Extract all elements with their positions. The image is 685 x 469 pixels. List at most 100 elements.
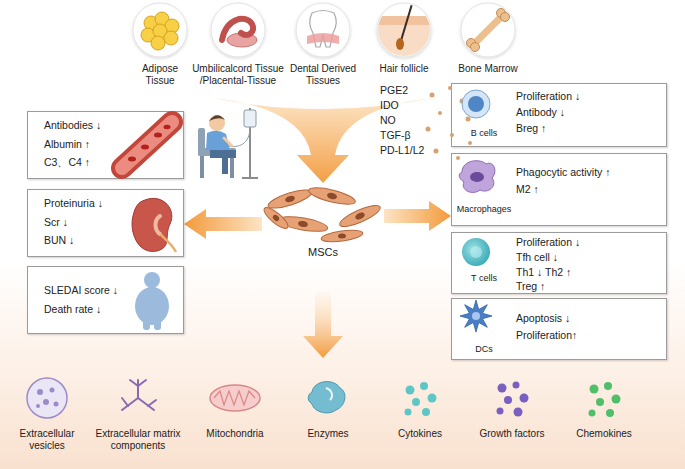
vesicle-icon-part bbox=[50, 388, 55, 393]
body-icon bbox=[135, 272, 169, 330]
kidney-icon bbox=[132, 198, 176, 252]
patient-illustration-part bbox=[224, 138, 232, 146]
blood-vessel-icon-part bbox=[128, 157, 136, 162]
adipose-icon-part bbox=[151, 36, 165, 50]
node-text: Antibody ↓ bbox=[516, 106, 664, 119]
msc-cells-part bbox=[266, 186, 313, 212]
bone-icon-part bbox=[501, 13, 510, 22]
node-text: Th1 ↓ Th2 ↑ bbox=[516, 266, 664, 279]
ecm-icon-part bbox=[138, 398, 154, 410]
node-title: DCs bbox=[451, 344, 517, 355]
hair-follicle-icon-part bbox=[376, 16, 432, 25]
node-title: T cells bbox=[451, 273, 517, 284]
mediator-label: TGF-β bbox=[380, 129, 440, 142]
macrophage-icon bbox=[459, 161, 495, 193]
clinical-box: SLEDAI score ↓Death rate ↓ bbox=[27, 266, 184, 334]
body-icon-part bbox=[154, 318, 161, 330]
blood-vessel-icon-part bbox=[154, 133, 162, 138]
patient-illustration-part bbox=[209, 115, 225, 131]
tissue-source: Hair follicle bbox=[362, 2, 446, 94]
node-text: BUN ↓ bbox=[44, 234, 136, 247]
patient-illustration-part bbox=[198, 148, 236, 156]
dc-box: DCsApoptosis ↓Proliferation↑ bbox=[451, 298, 667, 360]
kidney-icon-part bbox=[156, 216, 161, 234]
node-text: Proliferation ↓ bbox=[516, 236, 664, 249]
chemokine-icon-part bbox=[590, 385, 599, 394]
b-cell-icon-part bbox=[462, 90, 490, 118]
hair-follicle-icon bbox=[376, 4, 432, 57]
msc-cells bbox=[261, 184, 382, 244]
ecm-icon bbox=[122, 380, 156, 410]
body-icon-part bbox=[144, 272, 160, 288]
enzyme-icon-part bbox=[326, 388, 332, 400]
tissue-circles-part bbox=[296, 3, 350, 57]
chemokine-icon-part bbox=[604, 382, 612, 390]
growth-factor-icon-part bbox=[498, 384, 507, 393]
mediator-dots-part bbox=[466, 117, 471, 122]
ecm-icon-part bbox=[122, 398, 138, 410]
node-title: B cells bbox=[451, 128, 517, 139]
serum-box: Antibodies ↓Albumin ↑C3、C4 ↑ bbox=[27, 111, 184, 179]
node-title: Antibodies ↓ bbox=[44, 119, 136, 132]
product-label: Mitochondria bbox=[195, 428, 275, 440]
mediator-dots-part bbox=[460, 99, 465, 104]
node-title: SLEDAI score ↓ bbox=[44, 284, 144, 297]
body-icon-part bbox=[143, 318, 150, 330]
macrophage-icon-part bbox=[470, 172, 484, 182]
bone-icon bbox=[467, 9, 510, 52]
cytokine-icon-part bbox=[420, 382, 428, 390]
growth-factor-icon-part bbox=[504, 396, 512, 404]
cytokine-icon-part bbox=[405, 409, 412, 416]
cytokine-icon-part bbox=[428, 394, 437, 403]
patient-illustration bbox=[198, 108, 258, 178]
blood-vessel-icon-part bbox=[122, 122, 172, 168]
msc-nuclei-part bbox=[272, 214, 281, 222]
ecm-icon-part bbox=[130, 380, 138, 386]
product-label: Enzymes bbox=[288, 428, 368, 440]
tissue-source: Umbilicalcord Tissue /Placental-Tissue bbox=[184, 2, 292, 94]
enzyme-icon-part bbox=[308, 382, 345, 413]
chemokine-icon-part bbox=[612, 395, 621, 404]
mediator-dots-part bbox=[448, 86, 452, 90]
mediator-dots-part bbox=[450, 133, 454, 137]
adipose-icon-part bbox=[141, 28, 155, 42]
growth-factor-icon-part bbox=[497, 408, 504, 415]
node-text: Albumin ↑ bbox=[44, 138, 136, 151]
tissue-circles bbox=[133, 3, 515, 57]
msc-nuclei-part bbox=[326, 192, 337, 200]
msc-nuclei-part bbox=[338, 234, 346, 239]
adipose-icon-part bbox=[153, 24, 167, 38]
vesicle-icon bbox=[27, 378, 67, 418]
tooth-icon-part bbox=[310, 11, 337, 48]
mediator-dots-part bbox=[468, 141, 472, 145]
tissue-circles-part bbox=[133, 3, 187, 57]
mitochondria-icon-part bbox=[214, 391, 255, 405]
t-cell-icon-part bbox=[462, 238, 490, 266]
blood-vessel-icon bbox=[122, 122, 172, 168]
product-label: Extracellular vesicles bbox=[12, 428, 82, 452]
adipose-icon-part bbox=[165, 19, 179, 33]
node-title: Proteinuria ↓ bbox=[44, 197, 136, 210]
dendritic-cell-icon-part bbox=[460, 300, 492, 332]
cytokine-icon-part bbox=[422, 408, 430, 416]
msc-cells-part bbox=[277, 214, 328, 235]
t-cell-icon bbox=[462, 238, 490, 266]
patient-illustration-part bbox=[206, 131, 230, 150]
patient-illustration-part bbox=[244, 110, 256, 127]
growth-factor-icon bbox=[497, 382, 529, 417]
b-cell-box: B cellsProliferation ↓Antibody ↓Breg ↑ bbox=[451, 83, 667, 147]
macrophage-box: MacrophagesPhagocytic activity ↑M2 ↑ bbox=[451, 153, 667, 226]
vesicle-icon-part bbox=[27, 378, 67, 418]
cytokine-icon-part bbox=[412, 398, 420, 406]
enzyme-icon bbox=[308, 382, 345, 413]
vesicle-icon-part bbox=[36, 404, 40, 408]
patient-illustration-part bbox=[200, 156, 204, 178]
node-title: Umbilicalcord Tissue /Placental-Tissue bbox=[184, 63, 292, 87]
msc-cells-part bbox=[261, 205, 290, 232]
kidney-icon-part bbox=[132, 198, 172, 251]
mediator-label: NO bbox=[380, 114, 440, 127]
patient-illustration-part bbox=[230, 156, 234, 178]
